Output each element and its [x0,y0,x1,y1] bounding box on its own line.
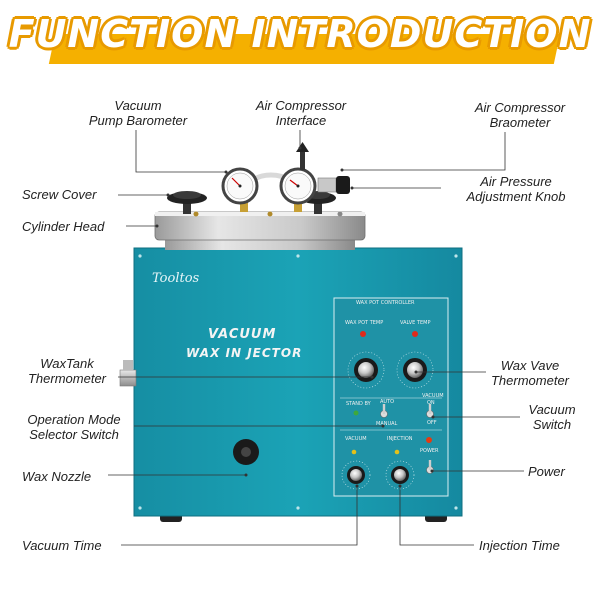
front-title-line1: VACUUM [208,327,277,342]
panel-title: WAX POT CONTROLLER [356,300,415,306]
panel-stand-by-label: STAND BY [346,401,371,407]
wax-nozzle [233,439,259,465]
label-injection-time: Injection Time [479,538,560,553]
panel-injection-label: INJECTION [387,436,413,442]
screw-cover-knob-left [167,191,207,214]
air-compressor-interface [296,142,309,170]
label-vacuum-pump-barometer: Vacuum Pump Barometer [88,98,188,128]
panel-vacuum-timer-label: VACUUM [345,436,367,442]
wax-vave-thermometer-knob [396,351,434,389]
label-air-pressure-adjustment-knob: Air Pressure Adjustment Knob [466,174,566,204]
panel-off-label: OFF [427,420,437,426]
vacuum-pump-barometer-gauge [221,167,259,205]
injection-timer-light [394,449,400,455]
panel-on-label: ON [427,400,435,406]
panel-wax-pot-temp-label: WAX POT TEMP [345,320,384,326]
label-operation-mode-selector-switch: Operation Mode Selector Switch [27,412,121,442]
power-light [426,437,432,443]
standby-light [353,410,359,416]
label-vacuum-time: Vacuum Time [22,538,102,553]
label-vacuum-switch: Vacuum Switch [528,402,576,432]
banner-title: FUNCTION INTRODUCTION [8,12,592,56]
operation-mode-selector-switch [380,404,388,418]
label-waxtank-thermometer: WaxTank Thermometer [27,356,107,386]
label-power: Power [528,464,565,479]
vacuum-time-knob [341,460,371,490]
valve-temp-light [412,331,418,337]
function-introduction-banner: FUNCTION INTRODUCTION [0,10,600,64]
label-cylinder-head: Cylinder Head [22,219,105,234]
panel-power-label: POWER [420,448,439,454]
air-compressor-braometer-gauge [279,167,317,205]
wax-pot-temp-light [360,331,366,337]
vacuum-switch [426,404,434,418]
panel-manual-label: MANUAL [376,421,398,427]
waxtank-thermometer-fitting [119,360,137,387]
panel-valve-temp-label: VALVE TEMP [400,320,431,326]
label-air-compressor-interface: Air Compressor Interface [255,98,347,128]
label-wax-nozzle: Wax Nozzle [22,469,92,484]
brand-logo: Tooltos [152,271,200,286]
front-title-line2: WAX IN JECTOR [186,346,303,360]
vacuum-timer-light [351,449,357,455]
label-air-compressor-braometer: Air Compressor Braometer [474,100,566,130]
label-screw-cover: Screw Cover [22,187,97,202]
air-pressure-adjustment-knob [317,176,350,194]
panel-vacuum-switch-label: VACUUM [422,393,444,399]
cylinder-neck [165,240,355,250]
label-wax-vave-thermometer: Wax Vave Thermometer [490,358,570,388]
panel-auto-label: AUTO [380,399,395,405]
